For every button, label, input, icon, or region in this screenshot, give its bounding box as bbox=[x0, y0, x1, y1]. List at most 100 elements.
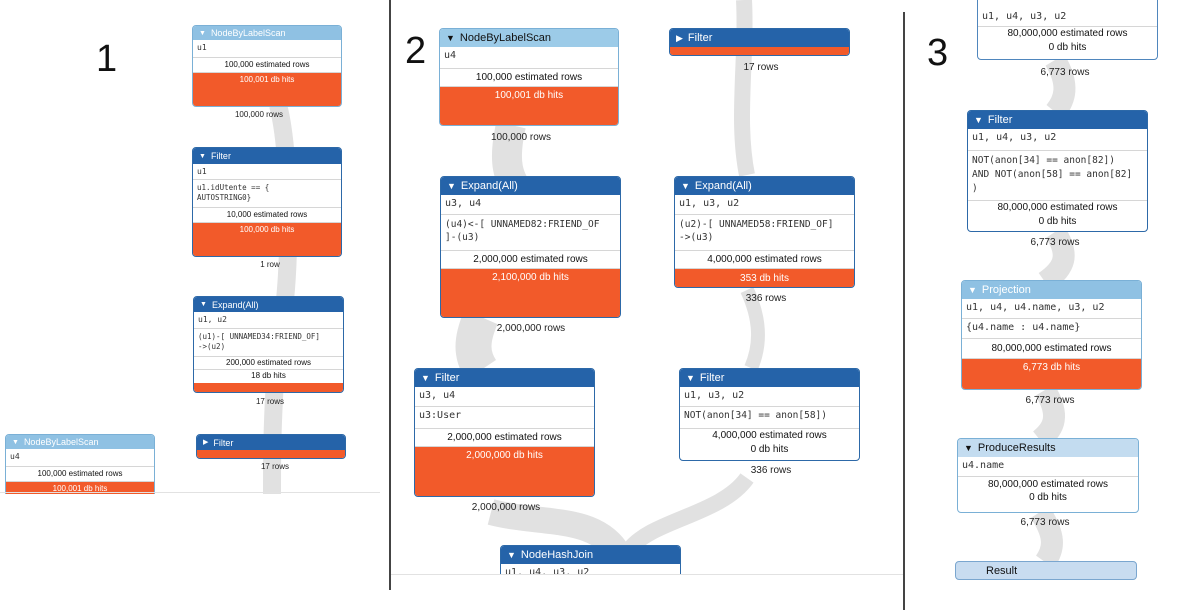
filter-node-collapsed[interactable]: ▶ Filter bbox=[196, 434, 346, 459]
operator-node-cropped[interactable]: u1, u4, u3, u2 80,000,000 estimated rows… bbox=[977, 0, 1158, 60]
collapse-triangle-icon: ▼ bbox=[964, 442, 973, 453]
filter-node-u1-u3-u2[interactable]: ▼ Filter u1, u3, u2 NOT(anon[34] == anon… bbox=[679, 368, 860, 461]
estimated-rows: 80,000,000 estimated rows bbox=[962, 339, 1141, 359]
result-node[interactable]: Result bbox=[955, 561, 1137, 580]
collapse-triangle-icon: ▼ bbox=[974, 114, 983, 125]
identifiers: u4 bbox=[440, 47, 618, 69]
collapse-triangle-icon: ▼ bbox=[12, 438, 19, 446]
identifiers: u3, u4 bbox=[415, 387, 594, 407]
operator-header[interactable]: ▼ NodeHashJoin bbox=[501, 546, 680, 564]
row-count: 100,000 rows bbox=[234, 110, 284, 119]
operator-header[interactable]: ▼ NodeByLabelScan bbox=[440, 29, 618, 47]
row-count: 1 row bbox=[260, 260, 280, 269]
collapse-triangle-icon: ▼ bbox=[421, 372, 430, 383]
operator-title: Expand(All) bbox=[460, 180, 518, 192]
row-count: 6,773 rows bbox=[1020, 517, 1070, 528]
operator-header[interactable]: ▼ Filter bbox=[415, 369, 594, 387]
identifiers: u1 bbox=[193, 40, 341, 58]
db-hits: 0 db hits bbox=[1038, 216, 1077, 227]
operator-header[interactable]: ▼ NodeByLabelScan bbox=[193, 26, 341, 40]
db-hits: 0 db hits bbox=[750, 444, 789, 455]
operator-title: NodeByLabelScan bbox=[210, 28, 286, 38]
expand-pattern: (u2)-[ UNNAMED58:FRIEND_OF] ->(u3) bbox=[675, 215, 854, 251]
produce-results-node[interactable]: ▼ ProduceResults u4.name 80,000,000 esti… bbox=[957, 438, 1139, 513]
operator-header[interactable]: ▶ Filter bbox=[197, 435, 345, 450]
filter-expression: NOT(anon[34] == anon[58]) bbox=[680, 407, 859, 429]
collapse-triangle-icon: ▼ bbox=[507, 549, 516, 560]
expand-pattern: (u1)-[ UNNAMED34:FRIEND_OF] ->(u2) bbox=[194, 329, 343, 357]
operator-header[interactable]: ▼ Projection bbox=[962, 281, 1141, 299]
operator-header[interactable]: ▶ Filter bbox=[670, 29, 849, 47]
row-count: 336 rows bbox=[745, 293, 787, 304]
panel-2: 2 ▼ NodeByLabelScan u4 100,000 estimated… bbox=[391, 0, 903, 575]
db-hits: 18 db hits bbox=[251, 371, 286, 380]
collapse-triangle-icon: ▼ bbox=[686, 372, 695, 383]
operator-header[interactable]: ▼ Expand(All) bbox=[194, 297, 343, 312]
identifiers: u1, u4, u3, u2 bbox=[505, 567, 590, 575]
operator-header[interactable]: ▼ Filter bbox=[680, 369, 859, 387]
crop-edge bbox=[391, 574, 903, 575]
identifiers: u3, u4 bbox=[441, 195, 620, 215]
operator-title: NodeByLabelScan bbox=[459, 32, 552, 44]
filter-node-collapsed[interactable]: ▶ Filter bbox=[669, 28, 850, 56]
panel-divider bbox=[903, 12, 905, 610]
operator-title: Expand(All) bbox=[211, 299, 259, 310]
row-count: 6,773 rows bbox=[1025, 395, 1075, 406]
operator-title: Filter bbox=[687, 32, 713, 44]
row-count: 17 rows bbox=[260, 462, 289, 471]
expand-triangle-icon: ▶ bbox=[203, 439, 209, 446]
projection-node[interactable]: ▼ Projection u1, u4, u4.name, u3, u2 {u4… bbox=[961, 280, 1142, 390]
filter-node-u1-u4-u3-u2[interactable]: ▼ Filter u1, u4, u3, u2 NOT(anon[34] == … bbox=[967, 110, 1148, 232]
node-by-label-scan-u4[interactable]: ▼ NodeByLabelScan u4 100,000 estimated r… bbox=[439, 28, 619, 126]
filter-expression: u1.idUtente == { AUTOSTRING0} bbox=[193, 180, 341, 208]
db-hits: 100,001 db hits bbox=[440, 87, 618, 125]
db-hits: 2,100,000 db hits bbox=[441, 269, 620, 317]
row-count: 100,000 rows bbox=[490, 132, 552, 143]
operator-header[interactable]: ▼ ProduceResults bbox=[958, 439, 1138, 457]
collapse-triangle-icon: ▼ bbox=[681, 180, 690, 191]
node-by-label-scan-u1[interactable]: ▼ NodeByLabelScan u1 100,000 estimated r… bbox=[192, 25, 342, 107]
collapse-triangle-icon: ▼ bbox=[200, 301, 207, 308]
db-hits: 0 db hits bbox=[1029, 492, 1067, 503]
identifiers: u1, u4, u3, u2 bbox=[978, 0, 1157, 27]
filter-expression: NOT(anon[34] == anon[82]) AND NOT(anon[5… bbox=[968, 151, 1147, 201]
identifiers: u1 bbox=[193, 164, 341, 180]
identifiers: u4 bbox=[6, 449, 154, 467]
collapse-triangle-icon: ▼ bbox=[446, 32, 455, 43]
collapse-triangle-icon: ▼ bbox=[968, 284, 977, 295]
estimated-rows: 100,000 estimated rows bbox=[193, 58, 341, 73]
db-hits-bar bbox=[670, 47, 849, 55]
estimated-rows: 80,000,000 estimated rows bbox=[1007, 28, 1128, 39]
panel-number: 1 bbox=[96, 38, 118, 80]
db-hits: 100,001 db hits bbox=[193, 73, 341, 106]
expand-triangle-icon: ▶ bbox=[676, 32, 683, 43]
identifiers: u1, u4, u4.name, u3, u2 bbox=[962, 299, 1141, 319]
expand-pattern: (u4)<-[ UNNAMED82:FRIEND_OF ]-(u3) bbox=[441, 215, 620, 251]
collapse-triangle-icon: ▼ bbox=[199, 152, 206, 160]
operator-header[interactable]: ▼ Expand(All) bbox=[675, 177, 854, 195]
row-count: 6,773 rows bbox=[1040, 67, 1090, 78]
operator-header[interactable]: ▼ NodeByLabelScan bbox=[6, 435, 154, 449]
operator-header[interactable]: ▼ Expand(All) bbox=[441, 177, 620, 195]
filter-expression: u3:User bbox=[415, 407, 594, 429]
db-hits: 353 db hits bbox=[675, 269, 854, 287]
panel-number: 2 bbox=[405, 30, 427, 72]
expand-all-node-u3-u4[interactable]: ▼ Expand(All) u3, u4 (u4)<-[ UNNAMED82:F… bbox=[440, 176, 621, 318]
operator-title: Filter bbox=[213, 437, 234, 448]
identifiers: u4.name bbox=[958, 457, 1138, 477]
operator-header[interactable]: ▼ Filter bbox=[968, 111, 1147, 129]
operator-header[interactable]: ▼ Filter bbox=[193, 148, 341, 164]
expand-all-node-u1-u2[interactable]: ▼ Expand(All) u1, u2 (u1)-[ UNNAMED34:FR… bbox=[193, 296, 344, 393]
expand-all-node-u1-u3-u2[interactable]: ▼ Expand(All) u1, u3, u2 (u2)-[ UNNAMED5… bbox=[674, 176, 855, 288]
operator-title: ProduceResults bbox=[977, 442, 1056, 454]
estimated-rows: 200,000 estimated rows bbox=[194, 357, 343, 370]
filter-node-u1[interactable]: ▼ Filter u1 u1.idUtente == { AUTOSTRING0… bbox=[192, 147, 342, 257]
estimated-rows: 2,000,000 estimated rows bbox=[415, 429, 594, 447]
operator-title: Filter bbox=[987, 114, 1013, 126]
operator-title: Projection bbox=[981, 284, 1031, 296]
estimated-rows: 100,000 estimated rows bbox=[6, 467, 154, 482]
identifiers: u1, u2 bbox=[194, 312, 343, 329]
filter-node-u3-u4[interactable]: ▼ Filter u3, u4 u3:User 2,000,000 estima… bbox=[414, 368, 595, 497]
node-hash-join[interactable]: ▼ NodeHashJoin u1, u4, u3, u2 bbox=[500, 545, 681, 575]
projection-expression: {u4.name : u4.name} bbox=[962, 319, 1141, 339]
